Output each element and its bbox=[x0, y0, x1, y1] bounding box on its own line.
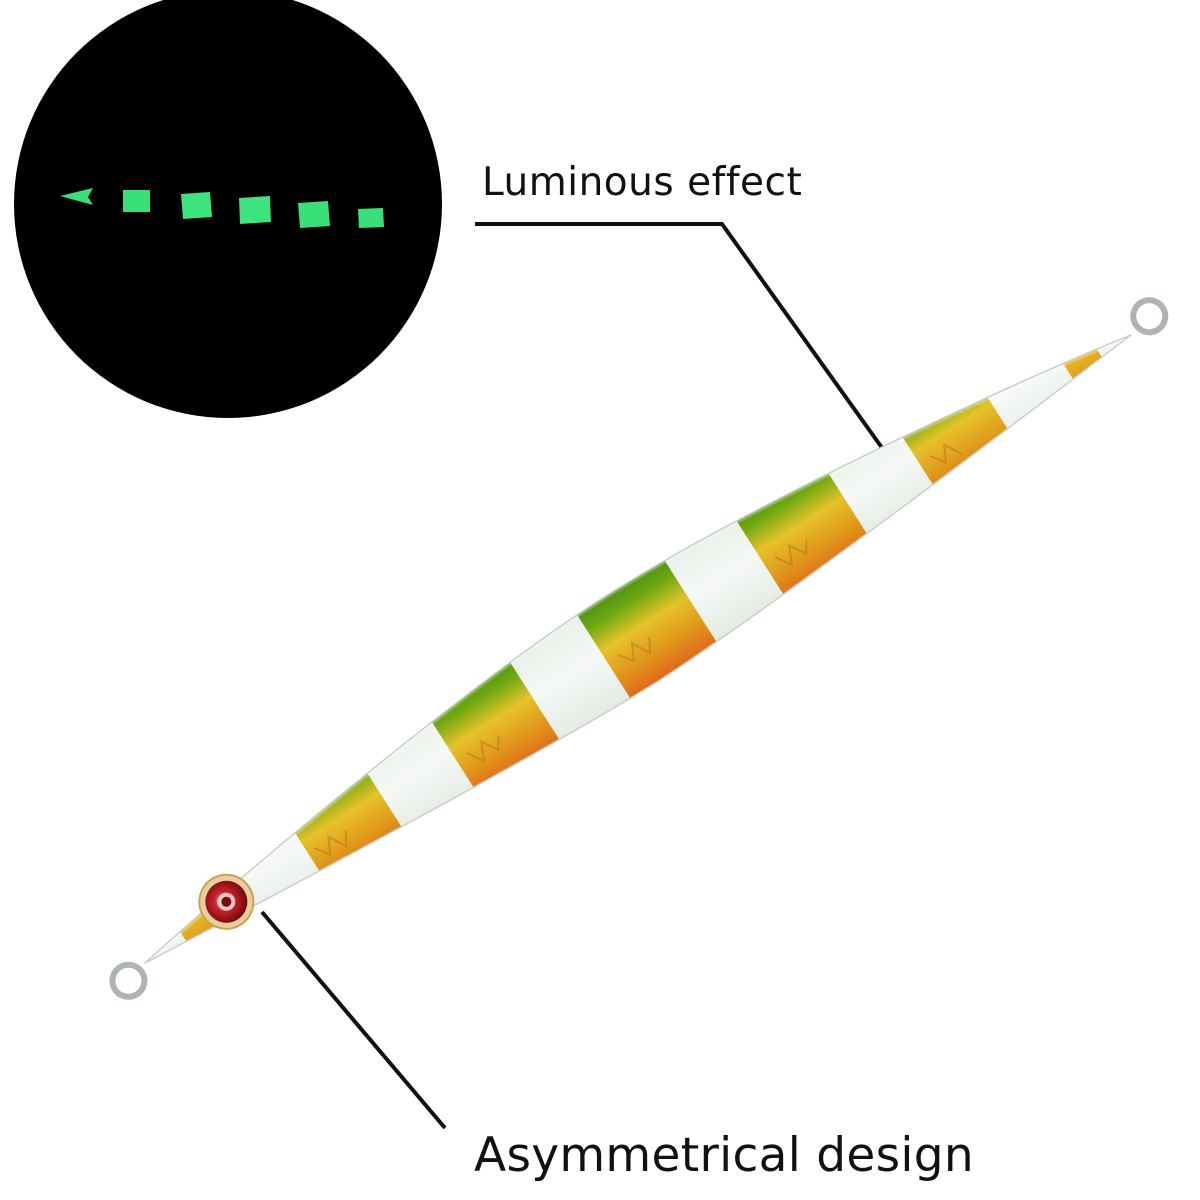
lure-eye-icon bbox=[198, 873, 255, 930]
luminous-callout-line bbox=[475, 222, 887, 454]
holographic-texture bbox=[313, 442, 963, 857]
split-ring-icon bbox=[109, 297, 1169, 1000]
lure-outline bbox=[144, 333, 1132, 964]
asymmetrical-design-label: Asymmetrical design bbox=[474, 1128, 975, 1183]
luminous-effect-label: Luminous effect bbox=[482, 160, 803, 205]
night-view-inset bbox=[14, 0, 442, 418]
glow-in-dark-lure-icon bbox=[60, 188, 384, 228]
night-view-circle bbox=[14, 0, 442, 418]
asymmetrical-callout-line bbox=[260, 910, 447, 1130]
callout-lines bbox=[260, 222, 887, 1130]
